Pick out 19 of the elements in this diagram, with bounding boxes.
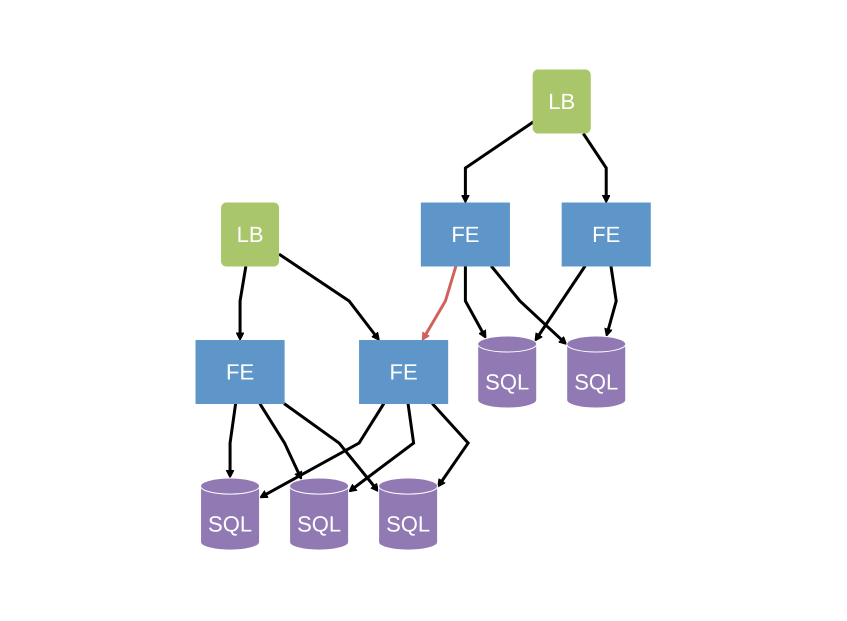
arrow: [461, 120, 535, 204]
arrow: [490, 265, 568, 346]
arrow: [582, 133, 611, 204]
arrow: [348, 404, 416, 493]
node-box: FE: [562, 202, 652, 267]
arrow: [278, 253, 380, 342]
arrow: [534, 266, 587, 342]
arrow: [464, 266, 487, 340]
arrow: [236, 266, 248, 342]
arrow: [260, 403, 386, 499]
arrow: [422, 266, 458, 342]
node-box: FE: [421, 202, 510, 267]
arrow: [283, 402, 380, 493]
arrow: [431, 402, 470, 488]
node-box: FE: [359, 340, 449, 404]
arrow: [258, 403, 303, 480]
node-box: FE: [196, 340, 285, 404]
arrow: [604, 266, 618, 338]
arrow: [226, 404, 238, 479]
